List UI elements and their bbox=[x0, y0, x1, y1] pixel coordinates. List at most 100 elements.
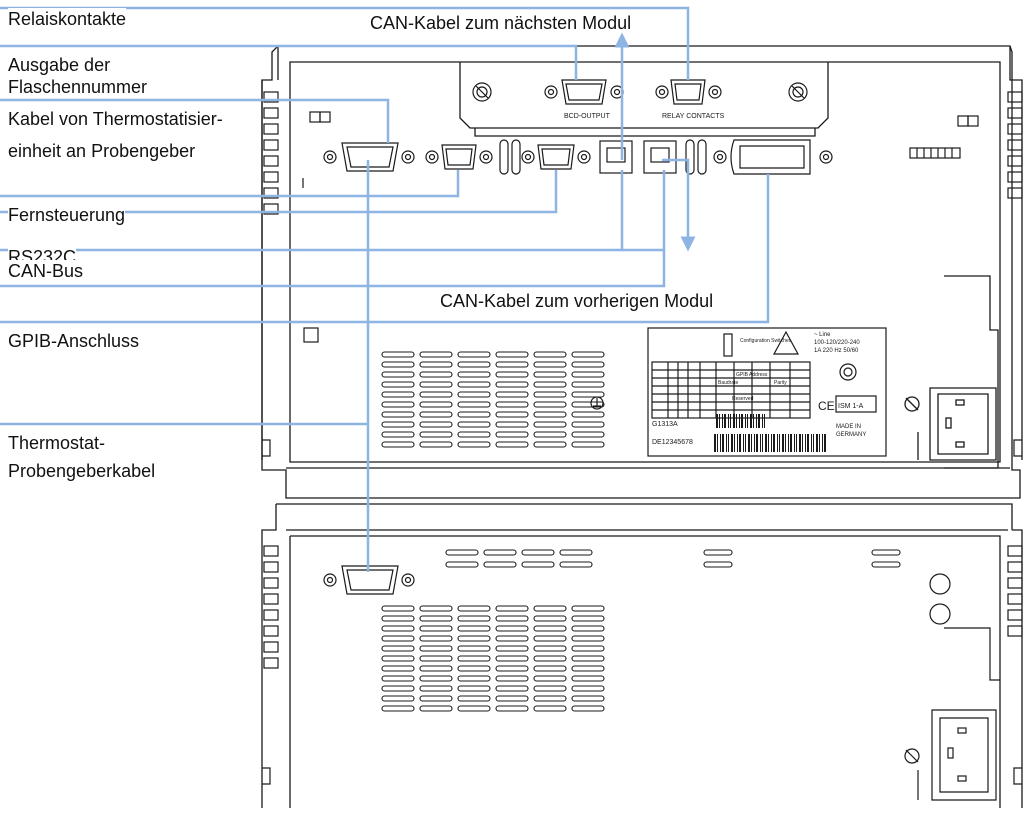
vent-slot bbox=[381, 401, 415, 408]
vent-slot bbox=[495, 625, 529, 632]
vent-slot bbox=[457, 361, 491, 368]
vent-slot bbox=[419, 635, 453, 642]
vent-slot bbox=[419, 431, 453, 438]
relay-contacts-connector bbox=[655, 79, 722, 105]
vent-slot bbox=[571, 625, 605, 632]
vent-slot bbox=[457, 391, 491, 398]
barcode-bar bbox=[719, 414, 720, 428]
vent-slot bbox=[381, 381, 415, 388]
vent-slot bbox=[495, 705, 529, 712]
leader-lines bbox=[0, 6, 770, 572]
upper-module-outline bbox=[261, 45, 1023, 499]
barcode-bar bbox=[788, 434, 789, 452]
vent-slot bbox=[457, 431, 491, 438]
barcode-bar bbox=[782, 434, 784, 452]
vent-slot bbox=[381, 411, 415, 418]
vent-slot bbox=[381, 635, 415, 642]
vent-slot bbox=[533, 411, 567, 418]
vent-slot bbox=[495, 615, 529, 622]
vent-slot bbox=[533, 351, 567, 358]
barcode-bar bbox=[728, 434, 729, 452]
vent-slot bbox=[571, 401, 605, 408]
vent-slot bbox=[571, 665, 605, 672]
vent-slot bbox=[457, 665, 491, 672]
label-bcd-output-1: Ausgabe der bbox=[8, 54, 111, 76]
vent-slot bbox=[457, 615, 491, 622]
bcd-output-connector bbox=[544, 79, 624, 105]
vent-slot bbox=[457, 421, 491, 428]
vent-slot bbox=[495, 665, 529, 672]
vent-slot bbox=[571, 391, 605, 398]
lower-thermostat-connector bbox=[323, 565, 415, 595]
vent-slot bbox=[457, 705, 491, 712]
barcode-bar bbox=[796, 434, 797, 452]
vent-slot bbox=[571, 615, 605, 622]
barcode-bar bbox=[799, 434, 801, 452]
vent-slot bbox=[559, 549, 593, 556]
vent-slot bbox=[419, 655, 453, 662]
small-indicators bbox=[302, 111, 979, 343]
vent-slot bbox=[495, 411, 529, 418]
barcode-bar bbox=[739, 434, 741, 452]
barcode-bar bbox=[760, 434, 761, 452]
can-arrows bbox=[614, 32, 696, 252]
cert-mark-icon bbox=[839, 363, 857, 381]
label-can-prev: CAN-Kabel zum vorherigen Modul bbox=[440, 291, 714, 311]
ism-label: ISM 1-A bbox=[838, 403, 864, 410]
vent-slot bbox=[419, 695, 453, 702]
label-thermostat-cable-2: einheit an Probengeber bbox=[8, 140, 196, 162]
vent-slot bbox=[571, 605, 605, 612]
vent-slot bbox=[533, 675, 567, 682]
vent-slot bbox=[495, 401, 529, 408]
plate-screws bbox=[472, 82, 808, 102]
barcode-bar bbox=[816, 434, 818, 452]
label-gpib: GPIB-Anschluss bbox=[8, 330, 140, 352]
made-in-2: GERMANY bbox=[836, 432, 866, 438]
vent-slot bbox=[457, 645, 491, 652]
vent-slot bbox=[533, 421, 567, 428]
can-bus-ports bbox=[599, 139, 707, 175]
barcode-bar bbox=[748, 434, 750, 452]
vent-slot bbox=[457, 625, 491, 632]
vent-slot bbox=[571, 695, 605, 702]
vent-slot bbox=[533, 401, 567, 408]
barcode-bar bbox=[741, 414, 743, 428]
barcode-bar bbox=[758, 414, 760, 428]
model-label: G1313A bbox=[652, 421, 678, 428]
thermostat-connector bbox=[323, 142, 415, 172]
vent-slot bbox=[381, 645, 415, 652]
label-can-next: CAN-Kabel zum nächsten Modul bbox=[370, 13, 632, 33]
vent-slot bbox=[381, 625, 415, 632]
barcode-bar bbox=[753, 414, 754, 428]
barcode-bar bbox=[790, 434, 792, 452]
lower-vent-grille bbox=[381, 549, 901, 712]
label-can-bus: CAN-Bus bbox=[8, 260, 84, 282]
vent-slot bbox=[495, 635, 529, 642]
vent-slot bbox=[495, 655, 529, 662]
vent-slot bbox=[571, 705, 605, 712]
vent-slot bbox=[419, 615, 453, 622]
barcode-bar bbox=[734, 434, 735, 452]
barcode-bar bbox=[736, 414, 737, 428]
vent-slot bbox=[495, 675, 529, 682]
barcode-bar bbox=[722, 434, 724, 452]
vent-slot bbox=[495, 685, 529, 692]
barcode-bar bbox=[802, 434, 803, 452]
vent-slot bbox=[381, 655, 415, 662]
vent-slot bbox=[381, 351, 415, 358]
vent-slot bbox=[457, 685, 491, 692]
rs232-connector bbox=[521, 144, 591, 170]
vent-slot bbox=[457, 635, 491, 642]
vent-slot bbox=[571, 685, 605, 692]
vent-slot bbox=[571, 381, 605, 388]
vent-slot bbox=[533, 615, 567, 622]
barcode-bar bbox=[731, 434, 733, 452]
barcode-bar bbox=[728, 414, 729, 428]
vent-slot bbox=[419, 705, 453, 712]
vent-slot bbox=[419, 441, 453, 448]
barcode-bar bbox=[807, 434, 809, 452]
made-in-1: MADE IN bbox=[836, 424, 861, 430]
vent-slot bbox=[381, 361, 415, 368]
vent-slot bbox=[495, 381, 529, 388]
